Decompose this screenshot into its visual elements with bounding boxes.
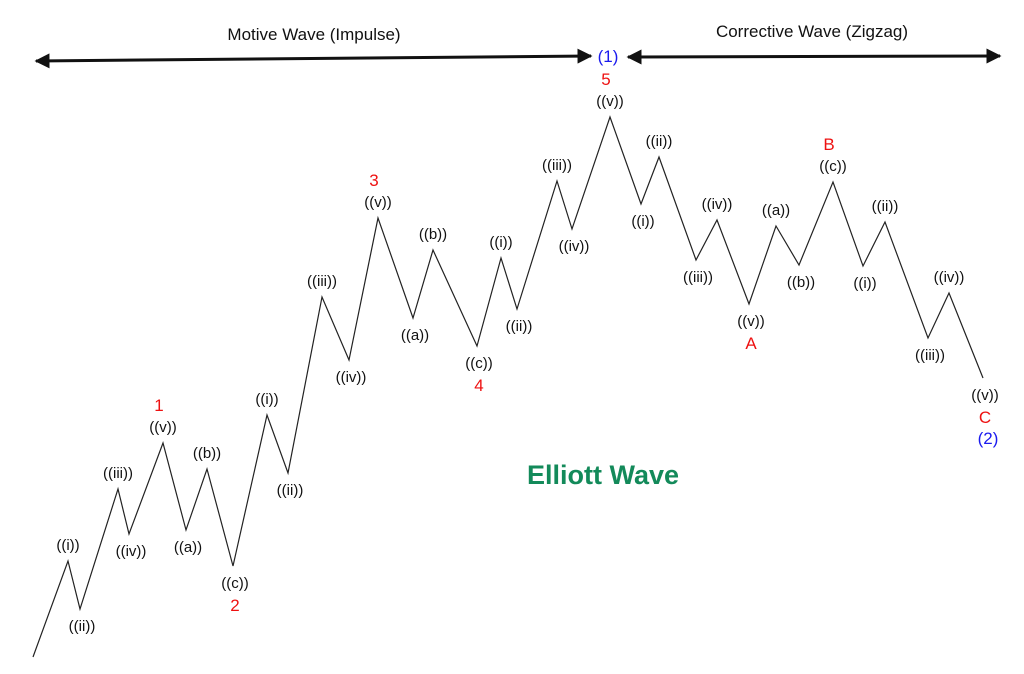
wave-point-label: ((a))	[174, 539, 202, 556]
wave-point-label: ((i))	[489, 234, 512, 251]
major-wave-label: 1	[154, 396, 163, 415]
wave-point-label: ((ii))	[506, 318, 533, 335]
wave-point-label: ((iv))	[336, 369, 367, 386]
wave-point-label: ((b))	[193, 445, 221, 462]
major-wave-label: 3	[369, 171, 378, 190]
wave-point-label: ((i))	[631, 213, 654, 230]
wave-point-label: ((iv))	[116, 543, 147, 560]
wave-point-label: ((c))	[221, 575, 248, 592]
wave-point-label: ((iv))	[702, 196, 733, 213]
wave-point-label: ((iii))	[915, 347, 945, 364]
wave-point-label: ((v))	[971, 387, 998, 404]
wave-point-label: ((iv))	[934, 269, 965, 286]
wave-point-label: ((ii))	[69, 618, 96, 635]
corrective-wave-arrow	[626, 48, 1002, 65]
wave-point-label: ((a))	[401, 327, 429, 344]
wave-point-label: ((ii))	[646, 133, 673, 150]
wave-point-label: ((v))	[596, 93, 623, 110]
wave-point-label: ((i))	[56, 537, 79, 554]
wave-point-label: ((iii))	[307, 273, 337, 290]
wave-point-label: ((a))	[762, 202, 790, 219]
major-wave-label: 4	[474, 376, 483, 395]
motive-wave-header: Motive Wave (Impulse)	[227, 25, 400, 44]
wave-point-label: ((iii))	[683, 269, 713, 286]
wave-point-label: ((iii))	[542, 157, 572, 174]
major-wave-label: C	[979, 408, 991, 427]
wave-point-label: ((i))	[853, 275, 876, 292]
wave-point-label: ((c))	[819, 158, 846, 175]
major-wave-label: 2	[230, 596, 239, 615]
diagram-title: Elliott Wave	[527, 460, 679, 490]
degree-label-top: (1)	[598, 47, 619, 66]
wave-point-label: ((iv))	[559, 238, 590, 255]
wave-point-label: ((v))	[737, 313, 764, 330]
motive-wave-arrow	[34, 48, 593, 69]
corrective-wave-header: Corrective Wave (Zigzag)	[716, 22, 908, 41]
wave-point-label: ((ii))	[277, 482, 304, 499]
wave-point-label: ((i))	[255, 391, 278, 408]
wave-point-label: ((iii))	[103, 465, 133, 482]
wave-point-label: ((v))	[364, 194, 391, 211]
major-wave-label: A	[745, 334, 757, 353]
wave-point-label: ((v))	[149, 419, 176, 436]
wave-point-label: ((c))	[465, 355, 492, 372]
wave-point-label: ((b))	[419, 226, 447, 243]
wave-path	[32, 115, 984, 658]
degree-label-bottom: (2)	[978, 429, 999, 448]
major-wave-label: 5	[601, 70, 610, 89]
wave-point-label: ((b))	[787, 274, 815, 291]
major-wave-label: B	[823, 135, 834, 154]
wave-point-label: ((ii))	[872, 198, 899, 215]
